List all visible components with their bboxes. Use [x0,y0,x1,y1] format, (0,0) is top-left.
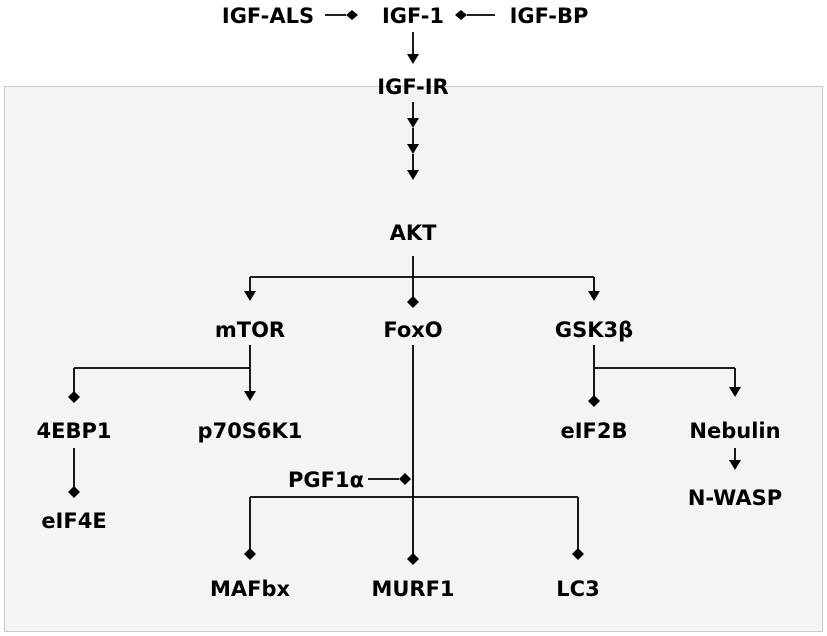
diamond-igfbp [455,10,467,20]
node-mtor: mTOR [215,318,285,342]
diamond-foxo [407,296,419,308]
node-igf-bp: IGF-BP [510,4,589,28]
diamond-4ebp1 [68,391,80,403]
diamond-eif2b [588,395,600,407]
arrowhead-step2 [407,144,419,154]
node-nebulin: Nebulin [689,419,780,443]
diamond-eif4e [68,486,80,498]
node-n-wasp: N-WASP [688,486,782,510]
node-eif4e: eIF4E [41,509,106,533]
arrowhead-nwasp [729,460,741,470]
inhibition-heads [68,10,600,565]
node-igf-als: IGF-ALS [222,4,314,28]
node-p70s6k1: p70S6K1 [198,419,303,443]
arrowhead-step1 [407,118,419,128]
arrowhead-step3 [407,170,419,180]
arrowhead-nebulin [729,387,741,397]
node-igf-1: IGF-1 [382,4,444,28]
node-lc3: LC3 [556,577,599,601]
arrowhead-igfir [407,54,419,64]
node-mafbx: MAFbx [210,577,291,601]
node-gsk3b: GSK3β [555,318,633,342]
diamond-lc3 [572,548,584,560]
diamond-igfals [346,10,358,20]
diamond-pgf1a [399,473,411,485]
arrowheads [244,54,741,470]
arrowhead-mtor [244,291,256,301]
connector-lines [73,14,736,555]
node-murf1: MURF1 [371,577,454,601]
diamond-mafbx [244,548,256,560]
node-akt: AKT [390,221,438,245]
arrowhead-p70s6k1 [244,391,256,401]
node-4ebp1: 4EBP1 [37,419,112,443]
node-foxo: FoxO [383,318,442,342]
node-labels: IGF-ALS IGF-1 IGF-BP IGF-IR AKT mTOR Fox… [37,4,783,601]
node-igf-ir: IGF-IR [377,75,448,99]
diamond-murf1 [407,553,419,565]
node-eif2b: eIF2B [560,419,627,443]
node-pgf1a: PGF1α [288,468,364,492]
arrowhead-gsk3b [588,291,600,301]
